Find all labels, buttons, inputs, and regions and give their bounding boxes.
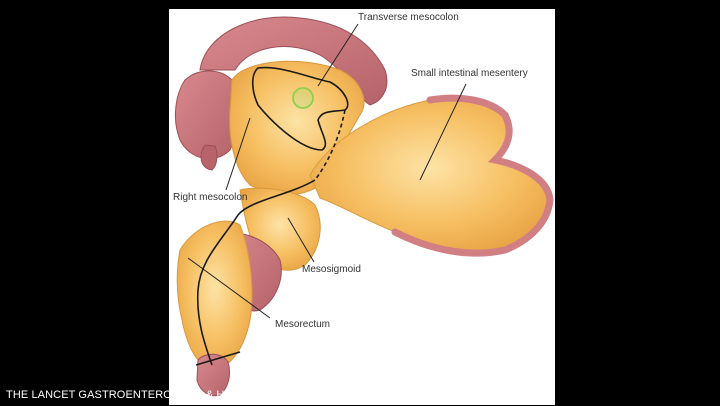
label-mesosigmoid: Mesosigmoid — [302, 264, 361, 275]
cecum-appendix — [200, 144, 218, 171]
leader-mesosigmoid — [287, 217, 315, 263]
journal-caption: THE LANCET GASTROENTEROLOGY & HEPATOLOGY — [6, 389, 292, 401]
mesentery-outline-lower — [196, 179, 316, 366]
highlight-circle — [292, 87, 314, 109]
label-mesorectum: Mesorectum — [275, 319, 331, 330]
mesentery-root-dashed — [314, 109, 346, 181]
label-small-intestinal-mesentery: Small intestinal mesentery — [411, 68, 528, 79]
leader-mesorectum — [187, 257, 271, 319]
label-right-mesocolon: Right mesocolon — [173, 192, 248, 203]
mesorectum-fat — [176, 220, 253, 371]
small-intestine-edge — [391, 94, 554, 257]
rectum — [196, 353, 231, 397]
mesentery-outline-upper — [251, 66, 349, 151]
transverse-colon — [199, 16, 388, 106]
leader-small-intestinal-mesentery — [419, 83, 467, 181]
leader-transverse-mesocolon — [317, 23, 359, 87]
ascending-colon — [175, 70, 238, 160]
leader-right-mesocolon — [225, 117, 251, 191]
label-transverse-mesocolon: Transverse mesocolon — [358, 12, 459, 23]
rectal-transection-line — [195, 351, 241, 366]
